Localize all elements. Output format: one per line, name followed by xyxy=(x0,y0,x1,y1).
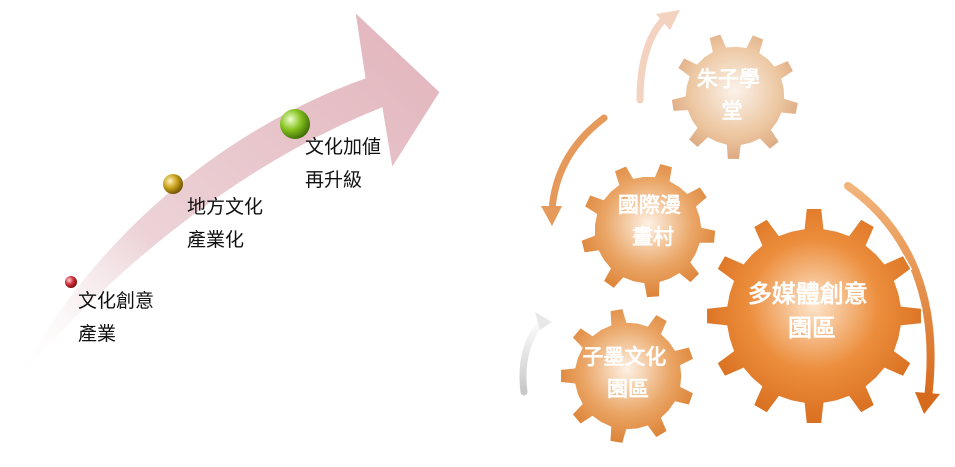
svg-text:多媒體創意 園區: 多媒體創意 園區 xyxy=(748,280,876,342)
svg-text:地方文化 產業化: 地方文化 產業化 xyxy=(187,196,269,251)
svg-text:朱子學 堂: 朱子學 堂 xyxy=(697,67,767,123)
cycle-arrow-bottom-left xyxy=(519,314,549,396)
gear-zhuzi-line-1: 朱子學 xyxy=(697,67,760,91)
cycle-arrow-top-head xyxy=(656,10,680,30)
step-3-line-1: 文化加値 xyxy=(305,136,381,158)
growth-arrow xyxy=(13,10,441,386)
gear-multimedia-park-shape xyxy=(705,207,923,425)
gear-zimo-line-2: 園區 xyxy=(607,377,649,401)
gear-multimedia-line-1: 多媒體創意 xyxy=(748,280,868,308)
svg-text:子墨文化 園區: 子墨文化 園區 xyxy=(582,345,673,401)
gear-zhuzi-shape xyxy=(670,32,800,161)
gear-zimo-park xyxy=(559,307,695,445)
svg-text:文化加値 再升級: 文化加値 再升級 xyxy=(305,136,387,191)
svg-text:文化創意 產業: 文化創意 產業 xyxy=(78,290,160,345)
step-3: 文化加値 再升級 xyxy=(280,109,387,191)
step-3-line-2: 再升級 xyxy=(305,169,362,191)
gear-zimo-park-shape xyxy=(559,307,695,445)
cycle-arrow-left-head xyxy=(541,206,562,226)
gear-manga-village xyxy=(579,162,717,299)
step-1-line-1: 文化創意 xyxy=(78,290,154,312)
growth-arrow-group xyxy=(13,10,441,386)
step-2-dot xyxy=(163,174,183,194)
step-1: 文化創意 產業 xyxy=(65,276,160,345)
gear-multimedia-park xyxy=(705,207,923,425)
cycle-arrow-right xyxy=(844,182,935,402)
step-2: 地方文化 產業化 xyxy=(163,174,269,251)
cycle-arrow-bottom-left-head xyxy=(535,312,552,330)
gear-manga-line-2: 畫村 xyxy=(632,225,674,249)
gear-manga-village-shape xyxy=(579,162,717,299)
step-3-dot xyxy=(280,109,310,139)
svg-text:國際漫 畫村: 國際漫 畫村 xyxy=(618,193,688,249)
cycle-arrow-left xyxy=(548,114,608,214)
gear-multimedia-line-2: 園區 xyxy=(788,314,836,342)
step-2-line-1: 地方文化 xyxy=(187,196,263,218)
gear-cycle: 朱子學 堂 國際漫 畫村 多媒體創意 園區 子墨文化 園區 xyxy=(519,10,940,445)
cycle-arrow-right-head xyxy=(915,392,940,414)
step-1-dot xyxy=(65,276,77,288)
gear-zhuzi-line-2: 堂 xyxy=(722,99,743,123)
gear-manga-line-1: 國際漫 xyxy=(618,193,681,217)
gear-zimo-line-1: 子墨文化 xyxy=(582,345,666,369)
gear-zhuzi xyxy=(670,32,800,161)
step-1-line-2: 產業 xyxy=(78,323,116,345)
step-2-line-2: 產業化 xyxy=(187,229,244,251)
cycle-arrow-top xyxy=(636,12,672,104)
